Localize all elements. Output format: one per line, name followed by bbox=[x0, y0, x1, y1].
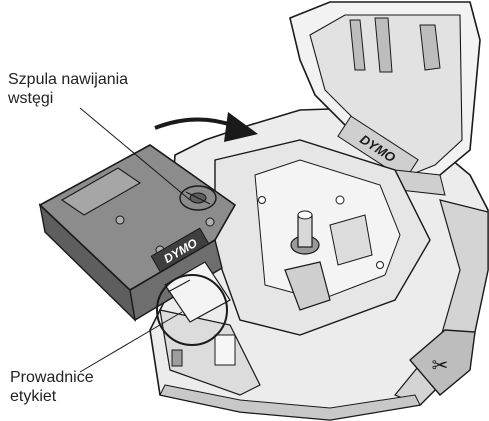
label-cassette: DYMO bbox=[38, 144, 237, 323]
ribbon-spool-leader bbox=[79, 107, 191, 201]
ribbon-spool-callout: Szpula nawijania wstęgi bbox=[8, 70, 128, 108]
label-guides-highlight bbox=[156, 274, 228, 346]
scissors-icon: ✂ bbox=[432, 353, 449, 377]
cutter-button: ✂ bbox=[409, 329, 476, 396]
insertion-arrow bbox=[154, 112, 258, 142]
label-guides-leader bbox=[79, 311, 183, 373]
ribbon-spool bbox=[179, 185, 217, 211]
label-guides-label-line2: etykiet bbox=[10, 388, 57, 405]
ribbon-spool-label-line1: Szpula nawijania bbox=[8, 71, 129, 88]
print-spindle bbox=[290, 210, 320, 255]
label-exit bbox=[159, 309, 261, 396]
cassette-well bbox=[214, 139, 431, 336]
label-guides-callout: Prowadnice etykiet bbox=[10, 368, 94, 406]
ribbon-spool-label-line2: wstęgi bbox=[8, 90, 54, 107]
printer-lid: DYMO bbox=[289, 1, 481, 196]
label-guides-label-line1: Prowadnice bbox=[10, 369, 94, 386]
